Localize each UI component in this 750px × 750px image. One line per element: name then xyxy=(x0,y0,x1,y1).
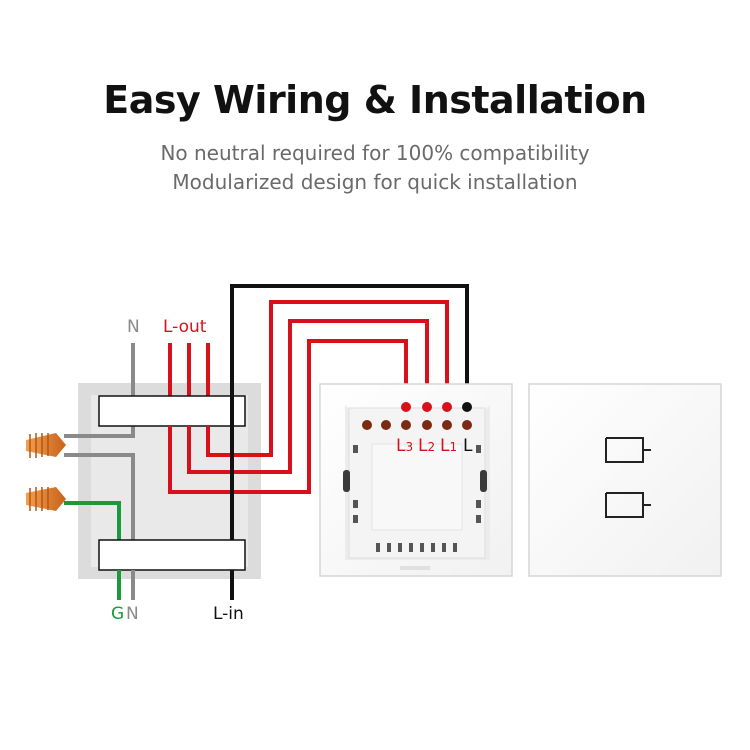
lout-wires xyxy=(168,343,210,400)
wire-nut-icon xyxy=(26,487,66,511)
terminal-label-l1: L1 xyxy=(440,436,457,456)
label-lin: L-in xyxy=(213,604,244,624)
label-lout: L-out xyxy=(163,317,207,337)
lin-wire xyxy=(230,284,469,600)
terminal-label-l: L xyxy=(463,436,473,456)
label-n-top: N xyxy=(127,317,140,337)
terminal-label-l3: L3 xyxy=(396,436,413,456)
page-title: Easy Wiring & Installation xyxy=(103,78,647,122)
terminal-label-l2: L2 xyxy=(418,436,435,456)
label-g: G xyxy=(111,604,124,624)
terminal-block-top xyxy=(98,395,246,427)
subtitle-modular: Modularized design for quick installatio… xyxy=(172,170,578,194)
switch-back-view xyxy=(319,383,513,577)
switch-front-view xyxy=(528,383,722,577)
red-wires-to-switch xyxy=(168,300,449,494)
terminal-block-bottom xyxy=(98,539,246,571)
terminal-labels: L3 L2 L1 L xyxy=(396,436,473,456)
subtitle-neutral: No neutral required for 100% compatibili… xyxy=(160,141,590,165)
label-n-bottom: N xyxy=(126,604,139,624)
wire-nut-icon xyxy=(26,433,66,458)
